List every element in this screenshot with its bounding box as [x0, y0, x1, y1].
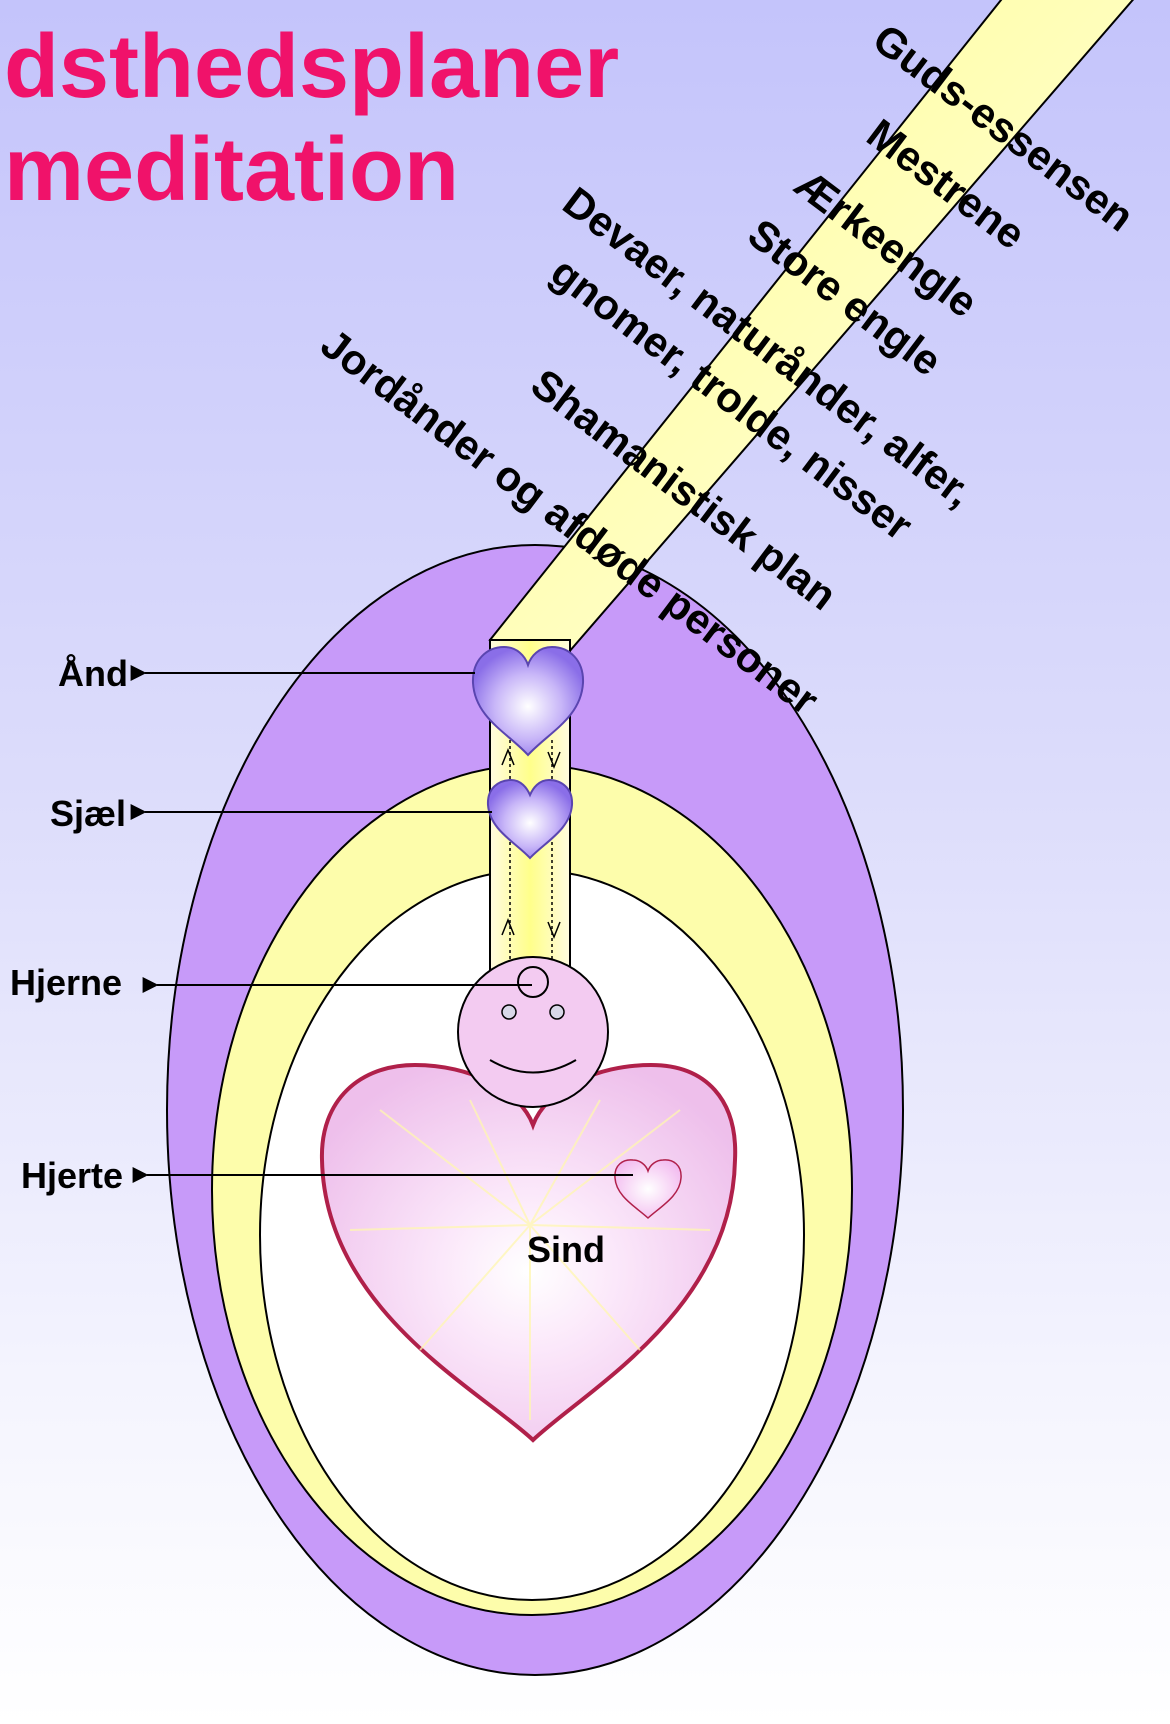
hjerte-label: Hjerte: [21, 1155, 123, 1196]
left-eye: [502, 1005, 516, 1019]
right-eye: [550, 1005, 564, 1019]
hjerne-label: Hjerne: [10, 962, 122, 1003]
crown-circle: [518, 967, 548, 997]
and-label: Ånd: [58, 653, 128, 694]
head: [458, 957, 608, 1107]
sind-label: Sind: [527, 1229, 605, 1270]
sjael-label: Sjæl: [50, 793, 126, 834]
